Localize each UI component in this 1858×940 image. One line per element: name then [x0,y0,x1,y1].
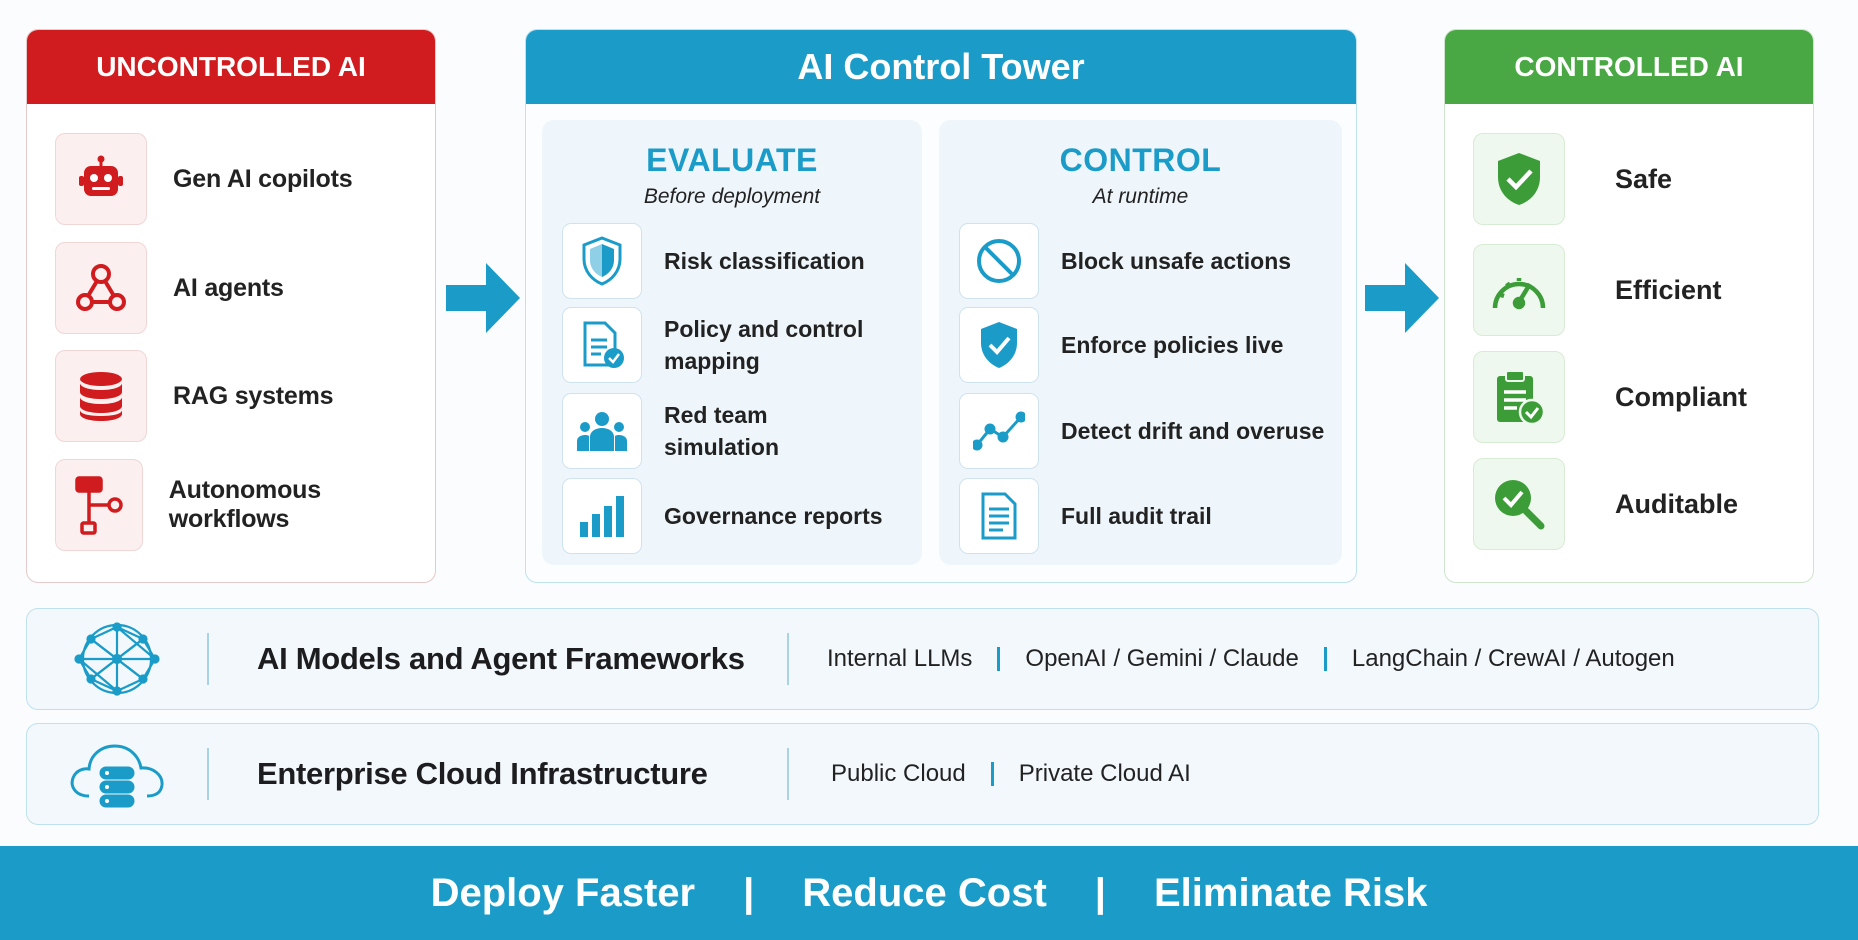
document-check-icon [562,307,642,383]
left-item-gen-ai-copilots: Gen AI copilots [55,133,353,225]
shield-check-icon [1473,133,1565,225]
control-subtitle: At runtime [1092,185,1189,208]
right-item-auditable: Auditable [1473,458,1738,550]
divider [207,748,209,800]
left-item-autonomous-workflows: Autonomous workflows [55,459,435,551]
footer-item: Reduce Cost [802,870,1047,915]
control-item-label: Detect drift and overuse [1061,418,1325,444]
left-item-label: Autonomous workflows [168,476,321,533]
right-item-label: Safe [1615,163,1673,194]
layer-item: Private Cloud AI [1018,760,1191,787]
workflow-icon [55,459,143,551]
block-icon [959,223,1039,299]
left-item-rag-systems: RAG systems [55,350,334,442]
bar-chart-icon [562,478,642,554]
right-item-label: Compliant [1615,381,1747,412]
control-title: CONTROL [1059,142,1222,178]
control-section: CONTROL At runtime Block unsafe actions … [939,120,1342,565]
control-item: Detect drift and overuse [959,393,1324,469]
team-icon [562,393,642,469]
layer-item: Internal LLMs [827,645,973,672]
footer-item: Deploy Faster [430,870,696,915]
layer-title: AI Models and Agent Frameworks [257,641,745,676]
agent-network-icon [55,242,147,334]
trend-line-icon [959,393,1039,469]
cloud-infrastructure-layer: Enterprise Cloud Infrastructure Public C… [26,723,1819,825]
speedometer-icon [1473,244,1565,336]
control-item: Enforce policies live [959,307,1283,383]
uncontrolled-ai-panel: UNCONTROLLED AI Gen AI copilots AI agent… [26,29,436,583]
evaluate-item-label: Risk classification [664,248,865,274]
left-item-label: RAG systems [173,381,334,410]
flow-arrow-icon [1365,263,1439,333]
database-icon [55,350,147,442]
shield-icon [562,223,642,299]
footer-separator: | [1094,870,1106,915]
evaluate-item: Risk classification [562,223,865,299]
divider [787,633,789,685]
audit-document-icon [959,478,1039,554]
layer-item: OpenAI / Gemini / Claude [1025,645,1299,672]
right-item-compliant: Compliant [1473,351,1747,443]
left-item-label: AI agents [173,273,284,302]
evaluate-title: EVALUATE [646,142,818,178]
evaluate-subtitle: Before deployment [643,185,821,208]
divider [997,647,1001,671]
control-item-label: Full audit trail [1061,503,1212,529]
ai-control-tower-panel: AI Control Tower EVALUATE Before deploym… [525,29,1357,583]
shield-check-icon [959,307,1039,383]
control-item-label: Enforce policies live [1061,332,1284,358]
right-item-efficient: Efficient [1473,244,1722,336]
control-item: Block unsafe actions [959,223,1291,299]
right-item-label: Auditable [1615,488,1739,519]
divider [207,633,209,685]
layer-items: Internal LLMs OpenAI / Gemini / Claude L… [789,645,1675,673]
layer-items: Public Cloud Private Cloud AI [789,760,1191,788]
controlled-ai-header: CONTROLLED AI [1445,30,1813,104]
evaluate-item-label: Governance reports [664,503,883,529]
footer-banner: Deploy Faster | Reduce Cost | Eliminate … [0,846,1858,940]
uncontrolled-ai-header: UNCONTROLLED AI [27,30,435,104]
divider [787,748,789,800]
ai-models-layer: AI Models and Agent Frameworks Internal … [26,608,1819,710]
evaluate-item-label: Policy and control mapping [664,316,864,374]
right-item-label: Efficient [1615,274,1722,305]
footer-separator: | [743,870,755,915]
ai-control-tower-header: AI Control Tower [526,30,1356,104]
footer-item: Eliminate Risk [1154,870,1428,915]
divider [990,762,994,786]
clipboard-check-icon [1473,351,1565,443]
controlled-ai-panel: CONTROLLED AI Safe Efficient Compliant A… [1444,29,1814,583]
divider [1323,647,1327,671]
left-item-ai-agents: AI agents [55,242,284,334]
evaluate-item: Red team simulation [562,393,864,469]
layer-item: Public Cloud [831,760,966,787]
right-item-safe: Safe [1473,133,1672,225]
layer-title: Enterprise Cloud Infrastructure [257,756,708,791]
left-item-label: Gen AI copilots [173,164,353,193]
control-item: Full audit trail [959,478,1212,554]
flow-arrow-icon [446,263,520,333]
evaluate-item: Policy and control mapping [562,307,864,383]
evaluate-item: Governance reports [562,478,883,554]
magnifier-check-icon [1473,458,1565,550]
robot-icon [55,133,147,225]
neural-network-icon [27,619,207,699]
cloud-server-icon [27,738,207,810]
layer-item: LangChain / CrewAI / Autogen [1351,645,1675,672]
evaluate-item-label: Red team simulation [664,402,780,460]
evaluate-section: EVALUATE Before deployment Risk classifi… [542,120,922,565]
control-item-label: Block unsafe actions [1061,248,1292,274]
